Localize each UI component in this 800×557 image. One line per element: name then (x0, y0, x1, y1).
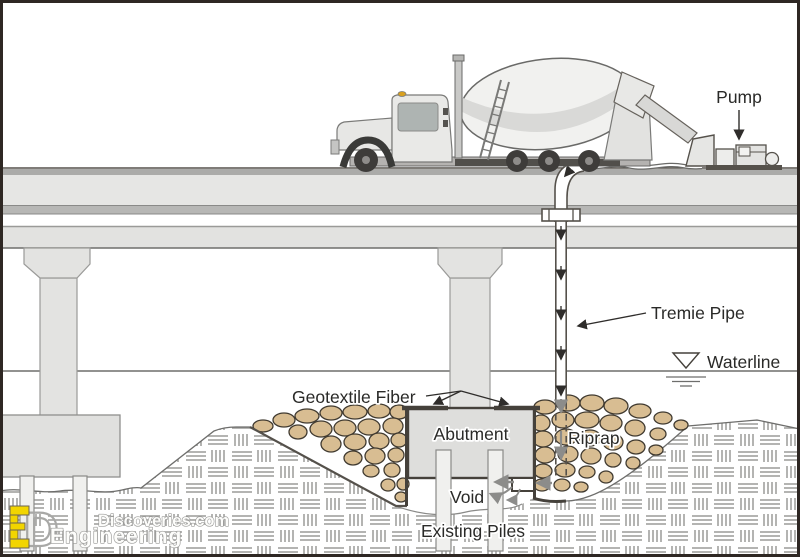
bridge-deck (0, 167, 800, 249)
labels: Pump Tremie Pipe Waterline Geotextile Fi… (290, 85, 782, 543)
waterline-label: Waterline (707, 352, 780, 372)
watermark-line2: Discoveries.com (98, 512, 229, 530)
geotextile-label: Geotextile Fiber (292, 387, 416, 407)
waterline-symbol (666, 352, 706, 387)
abutment-block (402, 405, 540, 480)
tremie-pipe-label: Tremie Pipe (651, 303, 745, 323)
existing-piles-label: Existing Piles (421, 521, 525, 541)
void-outlet (488, 474, 552, 506)
watermark: D Discoveries.com Engineering (9, 503, 230, 557)
flow-arrows (555, 165, 576, 397)
drum-ladder (479, 79, 510, 161)
tremie-leader-arrow (576, 312, 647, 330)
soil-mass (0, 419, 800, 554)
beacon-light (397, 91, 407, 97)
riprap-stones-left (252, 403, 410, 503)
truck-wheels (354, 148, 600, 172)
front-fender (339, 136, 396, 168)
left-pier (23, 247, 91, 417)
middle-pier (437, 247, 503, 412)
concrete-mixer-truck (330, 54, 698, 172)
geotextile-leader-arrows (425, 390, 510, 407)
pump-label: Pump (716, 87, 762, 107)
pump-hopper (685, 134, 715, 167)
abutment-label: Abutment (434, 424, 509, 444)
void-label: Void (450, 487, 484, 507)
watermark-line1: Engineering (50, 525, 182, 548)
riprap-label: Riprap (568, 428, 620, 448)
watermark-logo-e (9, 505, 30, 549)
left-footing (0, 414, 121, 478)
pump-unit (685, 134, 782, 170)
